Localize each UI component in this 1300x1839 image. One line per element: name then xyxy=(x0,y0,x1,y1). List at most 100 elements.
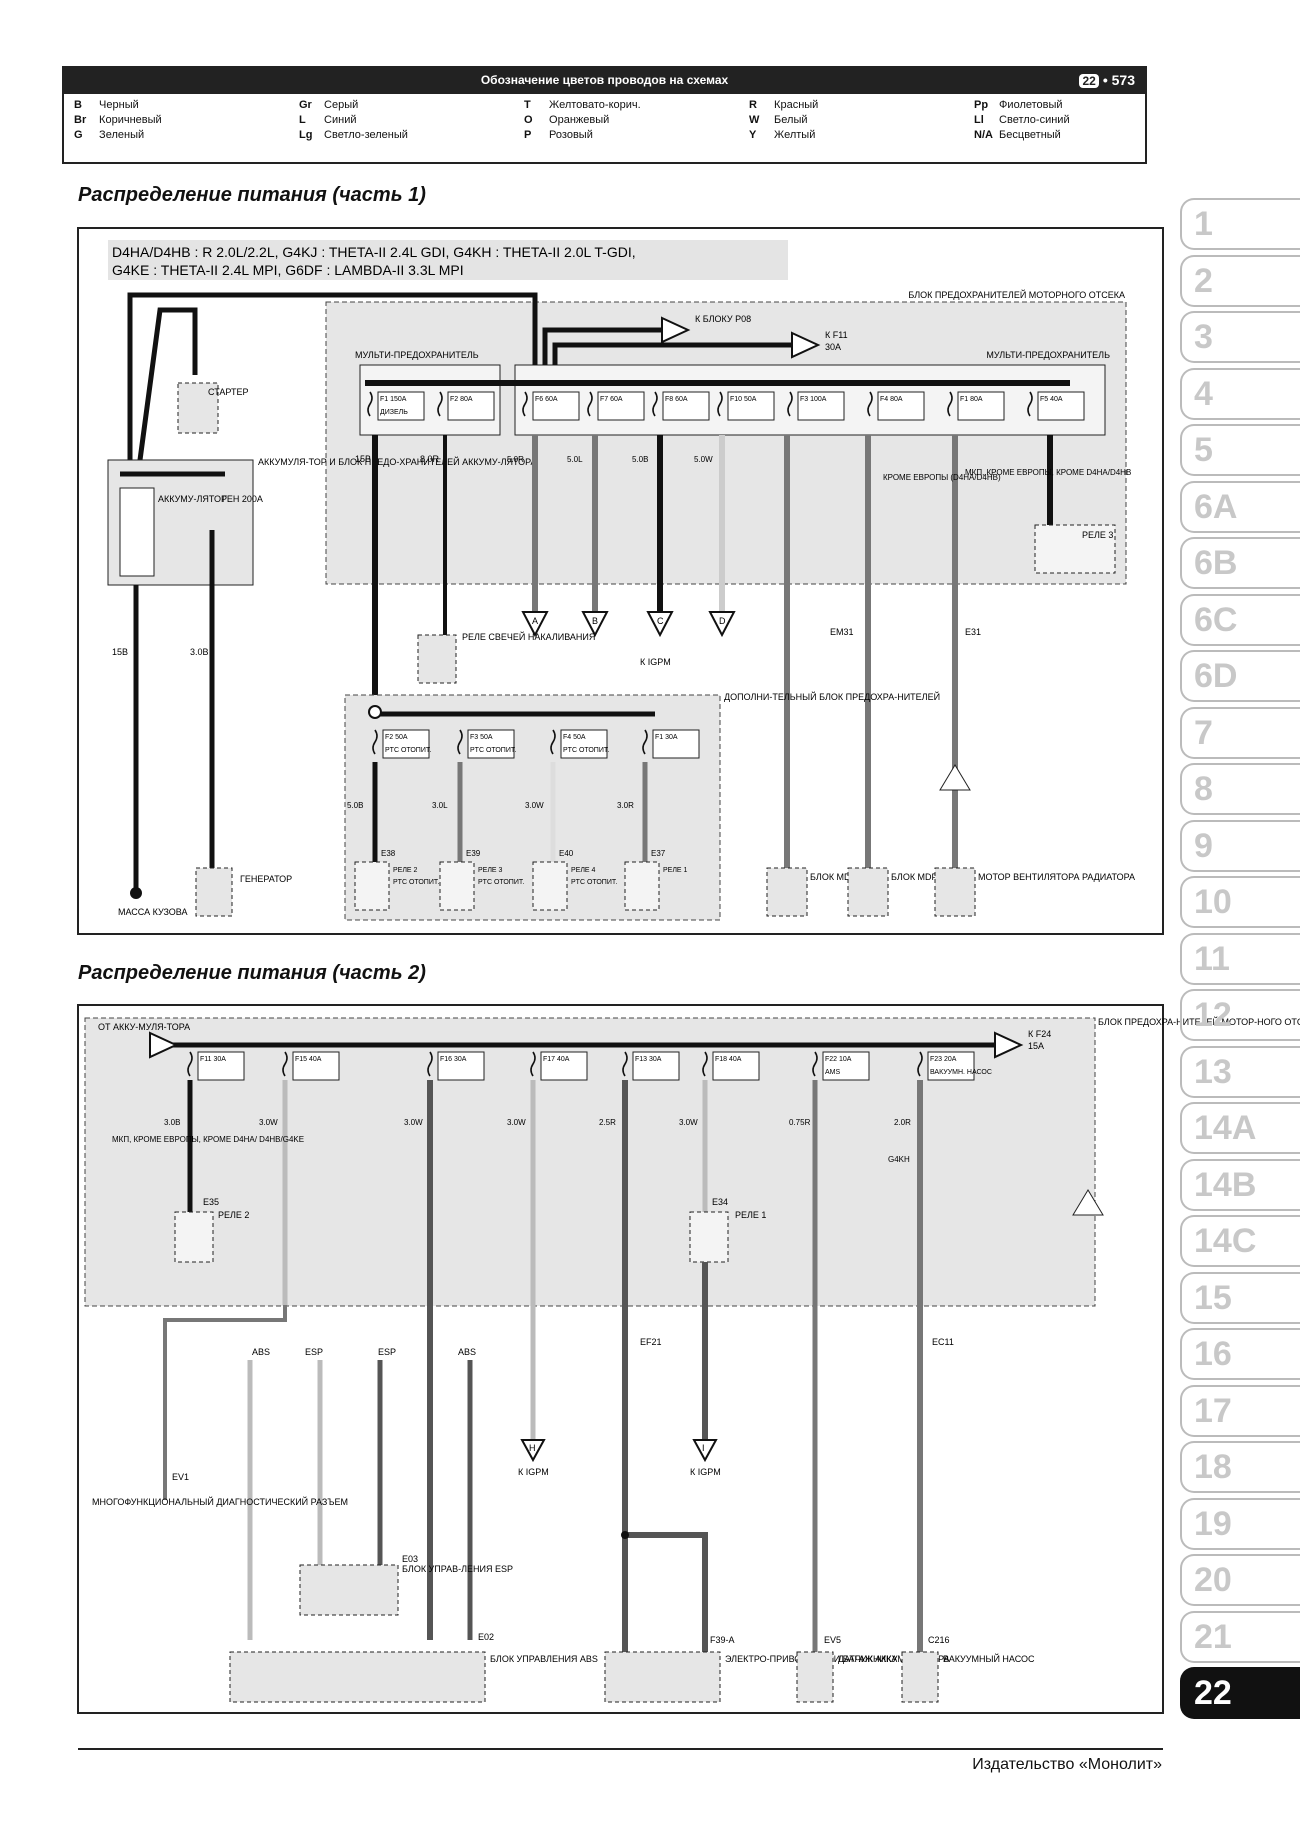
aux-conn-3: E37 xyxy=(651,849,666,858)
section-tab-13[interactable]: 13 xyxy=(1180,1045,1300,1098)
section-tab-20[interactable]: 20 xyxy=(1180,1554,1300,1606)
ev1-label: EV1 xyxy=(172,1472,189,1482)
aux-fuse-1-box xyxy=(467,729,515,759)
fuse-right-7-symbol xyxy=(1027,391,1033,417)
fuse-right-4-box xyxy=(797,391,845,421)
p2-fuse-5-symbol xyxy=(702,1051,708,1077)
to-f11-label: К F11 xyxy=(825,330,848,340)
section-tab-19[interactable]: 19 xyxy=(1180,1497,1300,1550)
f39a-label: F39-A xyxy=(710,1635,735,1645)
mdps-box-1 xyxy=(766,867,808,917)
fuse-block-feed xyxy=(542,327,665,365)
aux-fuse-3-symbol xyxy=(642,729,648,755)
section-tab-1[interactable]: 1 xyxy=(1180,198,1300,250)
section-tab-14a[interactable]: 14A xyxy=(1180,1102,1300,1154)
fuse-right-3-symbol xyxy=(717,391,723,417)
legend-entry: Pp Фиолетовый xyxy=(974,98,1070,113)
section-tab-14c[interactable]: 14C xyxy=(1180,1215,1300,1267)
part1-frame xyxy=(77,227,1164,935)
section-tab-11[interactable]: 11 xyxy=(1180,932,1300,985)
p2-fuse-7-box xyxy=(927,1051,975,1081)
fuse-right-1-id: F7 60A xyxy=(600,396,623,403)
aux-fuse-0-symbol xyxy=(372,729,378,755)
footer-rule xyxy=(78,1748,1163,1750)
igpm-arrow-2 xyxy=(646,611,674,638)
legend-entry: Lg Светло-зеленый xyxy=(299,128,408,143)
section-tab-6c[interactable]: 6C xyxy=(1180,593,1300,646)
connector-f2-arrow xyxy=(149,1031,179,1059)
p2-fuse-3-symbol xyxy=(530,1051,536,1077)
gen-fuse-label: ГЕН 200A xyxy=(222,494,263,504)
wire-color-legend: Обозначение цветов проводов на схемах 22… xyxy=(62,66,1147,164)
section-tab-21[interactable]: 21 xyxy=(1180,1610,1300,1663)
legend-code: L xyxy=(299,114,306,126)
p2-wire-label-5: 3.0W xyxy=(679,1118,698,1127)
legend-code: O xyxy=(524,114,533,126)
to-f24-label: К F24 xyxy=(1028,1029,1051,1039)
aux-relay-box-2 xyxy=(532,861,568,911)
legend-entry: R Красный xyxy=(749,98,818,113)
section-tab-6b[interactable]: 6B xyxy=(1180,537,1300,589)
section-tab-10[interactable]: 10 xyxy=(1180,876,1300,928)
section-tab-22[interactable]: 22 xyxy=(1180,1667,1300,1719)
p2-fuse-7-id: F23 20A xyxy=(930,1056,957,1063)
legend-name: Серый xyxy=(321,99,359,111)
glow-relay-label: РЕЛЕ СВЕЧЕЙ НАКАЛИВАНИЯ xyxy=(462,631,595,642)
part2-relay2-label: РЕЛЕ 2 xyxy=(218,1210,249,1220)
section-tab-14b[interactable]: 14B xyxy=(1180,1158,1300,1211)
legend-title: Обозначение цветов проводов на схемах xyxy=(480,73,729,87)
legend-name: Черный xyxy=(96,99,139,111)
legend-name: Светло-синий xyxy=(996,114,1070,126)
vac-pump-label: ВАКУУМНЫЙ НАСОС xyxy=(943,1653,1035,1664)
section-tab-7[interactable]: 7 xyxy=(1180,706,1300,759)
igpm-conn-0: A xyxy=(532,616,538,626)
fuse-right-4-id: F3 100A xyxy=(800,396,827,403)
p2-fuse-4-box xyxy=(632,1051,680,1081)
section-tab-4[interactable]: 4 xyxy=(1180,367,1300,420)
p2-fuse-0-symbol xyxy=(187,1051,193,1077)
legend-name: Розовый xyxy=(546,129,593,141)
legend-name: Оранжевый xyxy=(546,114,610,126)
section-tab-17[interactable]: 17 xyxy=(1180,1384,1300,1437)
connector-e-arrow xyxy=(661,316,691,344)
section-tab-16[interactable]: 16 xyxy=(1180,1328,1300,1380)
bat-sensor-label: ДАТЧИК АККУМУ-ЛЯТОРА xyxy=(838,1654,950,1664)
liftgate-box xyxy=(604,1651,721,1703)
section-tab-9[interactable]: 9 xyxy=(1180,819,1300,872)
section-tab-5[interactable]: 5 xyxy=(1180,424,1300,476)
section-tab-6d[interactable]: 6D xyxy=(1180,650,1300,702)
esp-tag-1: ESP xyxy=(305,1347,323,1357)
section-tab-8[interactable]: 8 xyxy=(1180,763,1300,815)
mdps-label-2: БЛОК MDPS xyxy=(891,872,944,882)
p2-fuse-0-box xyxy=(197,1051,245,1081)
fuse-right-5-id: F4 80A xyxy=(880,396,903,403)
mt-note-label: МКП, КРОМЕ ЕВРОПЫ, КРОМЕ D4HA/ D4HB/G4KE xyxy=(112,1135,304,1144)
section-tab-6a[interactable]: 6A xyxy=(1180,480,1300,533)
abs-tag-2: ABS xyxy=(458,1347,476,1357)
section-tab-12[interactable]: 12 xyxy=(1180,989,1300,1041)
em31-label: EM31 xyxy=(830,627,854,637)
igpm-arrow-1 xyxy=(581,611,609,638)
e02-label: E02 xyxy=(478,1632,494,1642)
igpm-wire-label-0: 5.0R xyxy=(507,455,524,464)
p2-fuse-6-symbol xyxy=(812,1051,818,1077)
aux-relay-box-0 xyxy=(354,861,390,911)
section-tab-3[interactable]: 3 xyxy=(1180,311,1300,363)
section-tab-15[interactable]: 15 xyxy=(1180,1271,1300,1324)
aux-relay-id-2: РЕЛЕ 4 xyxy=(571,867,596,874)
p2-fuse-1-id: F15 40A xyxy=(295,1056,322,1063)
legend-code: G xyxy=(74,129,83,141)
legend-entry: T Желтовато-корич. xyxy=(524,98,641,113)
section-tab-18[interactable]: 18 xyxy=(1180,1441,1300,1493)
e03-label: E03 xyxy=(402,1554,418,1564)
connector-f-arrow xyxy=(791,331,821,359)
fuse-left-1-id: F2 80A xyxy=(450,396,473,403)
p2-fuse-1-symbol xyxy=(282,1051,288,1077)
page-number-block: 22• 573 xyxy=(1079,72,1135,88)
section-tab-2[interactable]: 2 xyxy=(1180,254,1300,307)
abs-unit-box xyxy=(229,1651,486,1703)
conn-i-label: I xyxy=(702,1443,705,1453)
legend-name: Желтый xyxy=(771,129,816,141)
